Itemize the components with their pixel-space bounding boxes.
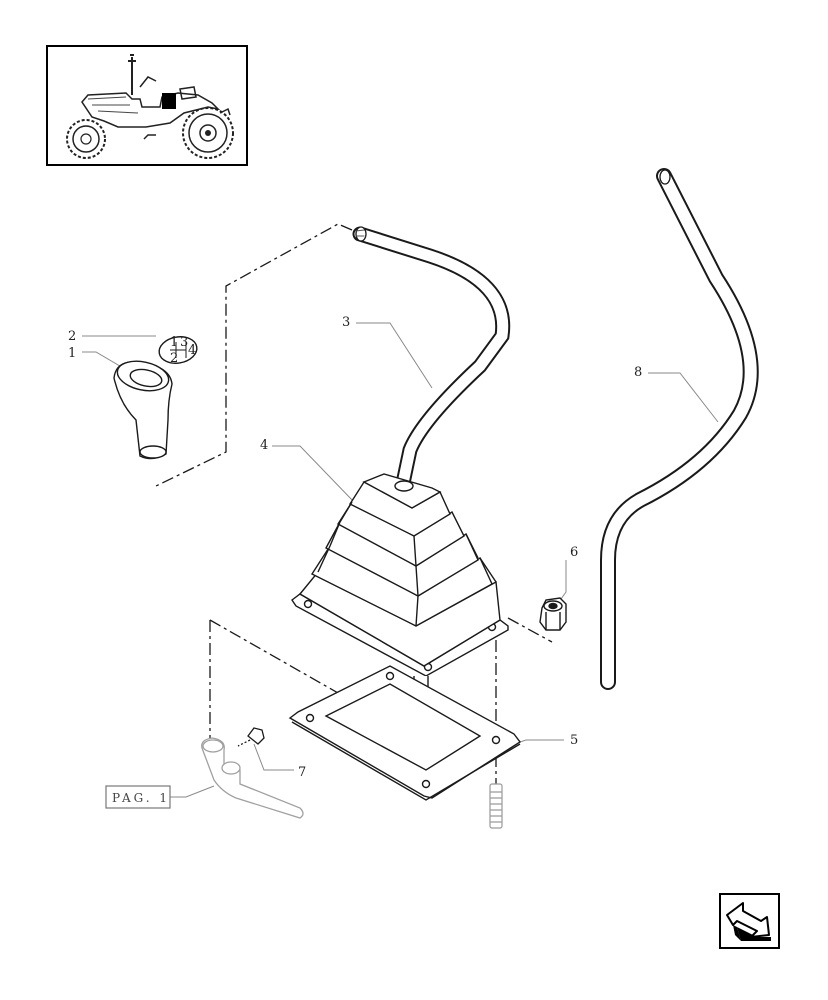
shift-num-3: 3 [180, 335, 188, 350]
next-page-arrow-icon [726, 902, 771, 941]
threaded-stud [489, 783, 503, 829]
next-page-button[interactable] [719, 893, 780, 949]
part-5-gasket [288, 665, 522, 801]
tractor-location-icon [66, 54, 234, 159]
rear-wheel [182, 107, 234, 159]
callout-5: 5 [570, 733, 578, 748]
shift-num-4: 4 [188, 343, 196, 358]
tractor-thumbnail-frame [46, 45, 248, 166]
page-reference-box[interactable] [105, 785, 171, 809]
reference-part-faint [201, 737, 304, 819]
part-3-gear-lever [352, 226, 511, 496]
callout-numbers: 1 2 3 4 5 6 7 8 [68, 315, 642, 780]
callout-1: 1 [68, 346, 76, 361]
leader-1 [82, 351, 131, 373]
leader-4 [272, 445, 355, 503]
tractor-body [81, 92, 221, 128]
page-reference-label[interactable]: PAG. 1 [112, 791, 170, 805]
part-1-knob [113, 360, 173, 460]
leader-lines [82, 322, 719, 798]
callout-7: 7 [298, 765, 306, 780]
leader-8 [648, 372, 719, 423]
callout-6: 6 [570, 545, 578, 560]
leader-pag [170, 785, 215, 798]
assembly-lines [155, 223, 553, 800]
leader-7 [253, 743, 294, 771]
assembly-line-diagonal [209, 619, 425, 743]
callout-8: 8 [634, 365, 642, 380]
highlight-marker [162, 93, 176, 109]
assembly-line-nut [507, 617, 553, 643]
part-7-screw [237, 727, 265, 747]
callout-2: 2 [68, 329, 76, 344]
leader-5 [513, 739, 564, 745]
assembly-line-knob [155, 223, 353, 487]
page-reference-link[interactable]: PAG. 1 [105, 785, 171, 809]
shift-num-1: 1 [170, 335, 178, 350]
callout-3: 3 [342, 315, 350, 330]
leader-3 [356, 322, 433, 389]
shift-num-2: 2 [170, 351, 178, 366]
callout-4: 4 [260, 438, 268, 453]
front-wheel [66, 119, 106, 159]
part-2-shift-label: 1 2 3 4 [158, 335, 198, 366]
part-8-alt-lever [600, 168, 759, 690]
part-4-gear-boot [291, 473, 509, 677]
part-6-nut [539, 597, 567, 631]
